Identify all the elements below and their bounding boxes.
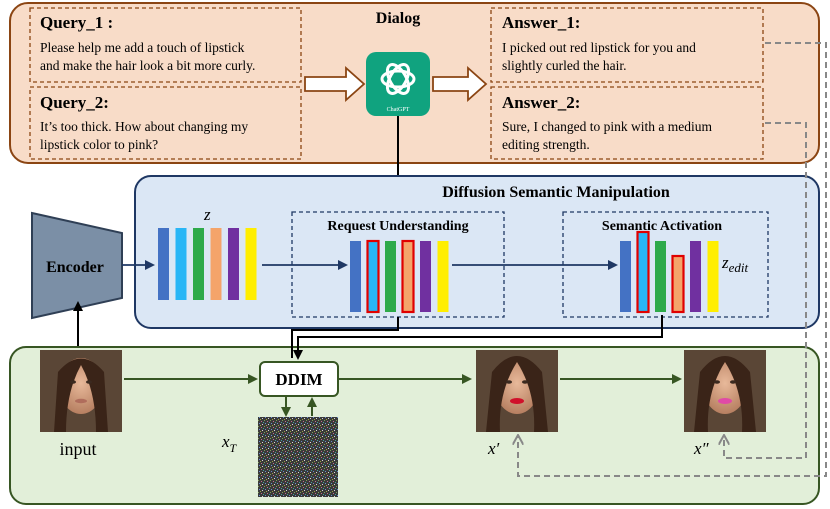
chatgpt-label: ChatGPT: [387, 107, 410, 113]
xT-label: xT: [221, 432, 238, 455]
request-understanding-bar-4: [401, 239, 415, 314]
query2-line1: It’s too thick. How about changing my: [40, 119, 248, 134]
semantic-activation-bar-2: [636, 230, 650, 314]
semantic-activation-bar-3: [655, 241, 666, 312]
encoder-block: [31, 211, 123, 320]
query1-line2: and make the hair look a bit more curly.: [40, 58, 255, 73]
query1-title: Query_1 :: [40, 13, 113, 32]
semantic-activation-bar-4: [671, 254, 685, 314]
x-double-prime-label: x″: [693, 439, 710, 458]
z-bar-3: [193, 228, 204, 300]
semantic-activation-bar-1: [620, 241, 631, 312]
answer1-title: Answer_1:: [502, 13, 580, 32]
z-bar-1: [158, 228, 169, 300]
query1-box: [29, 7, 302, 83]
request-understanding-bar-1: [350, 241, 361, 312]
noise-image: [258, 417, 338, 497]
answer1-to-xprime-dashed-arrow: [518, 42, 827, 477]
answer1-line1: I picked out red lipstick for you and: [502, 40, 696, 55]
input-portrait: [40, 350, 122, 432]
answer1-line2: slightly curled the hair.: [502, 58, 626, 73]
encoder-label: Encoder: [46, 259, 104, 276]
semantic-activation-bars: [620, 230, 719, 314]
query2-title: Query_2:: [40, 93, 109, 112]
answer2-to-xdoubleprime-dashed-arrow: [724, 122, 807, 459]
x-prime-portrait: [476, 350, 558, 432]
x-double-prime-portrait: [684, 350, 766, 432]
z-bars: [158, 228, 257, 300]
z-bar-4: [210, 228, 222, 300]
ru-to-ddim-line: [291, 317, 399, 358]
request-understanding-bar-6: [437, 241, 449, 312]
answer2-line1: Sure, I changed to pink with a medium: [502, 119, 712, 134]
request-understanding-bar-5: [420, 241, 431, 312]
query-to-chatgpt-arrow: [304, 65, 366, 103]
request-understanding-bar-3: [385, 241, 396, 312]
red-lips: [510, 398, 524, 404]
chatgpt-to-answer-arrow: [432, 65, 488, 103]
z-bar-2: [175, 228, 187, 300]
answer1-box: [490, 7, 764, 83]
query2-box: [29, 86, 302, 160]
semantic-activation-bar-5: [690, 241, 701, 312]
semantic-activation-label: Semantic Activation: [602, 219, 722, 234]
ddim-label: DDIM: [275, 370, 322, 389]
z-label: z: [203, 205, 211, 224]
z-bar-5: [228, 228, 239, 300]
x-prime-label: x′: [487, 439, 500, 458]
dialog-title: Dialog: [376, 10, 420, 27]
input-label: input: [59, 439, 96, 459]
dsm-title: Diffusion Semantic Manipulation: [442, 184, 670, 201]
request-understanding-label: Request Understanding: [327, 219, 468, 234]
pipeline-panel: [9, 346, 820, 505]
chatgpt-logo: ChatGPT: [366, 52, 430, 116]
answer2-box: [490, 86, 764, 160]
zedit-to-ddim-arrow: [293, 315, 663, 360]
answer2-line2: editing strength.: [502, 137, 590, 152]
answer2-title: Answer_2:: [502, 93, 580, 112]
pink-lips: [718, 398, 732, 404]
request-understanding-bars: [350, 239, 449, 314]
z-bar-6: [245, 228, 257, 300]
semantic-activation-bar-6: [707, 241, 719, 312]
z-edit-label: zedit: [721, 253, 749, 275]
query1-line1: Please help me add a touch of lipstick: [40, 40, 245, 55]
request-understanding-bar-2: [366, 239, 380, 314]
query2-line2: lipstick color to pink?: [40, 137, 158, 152]
